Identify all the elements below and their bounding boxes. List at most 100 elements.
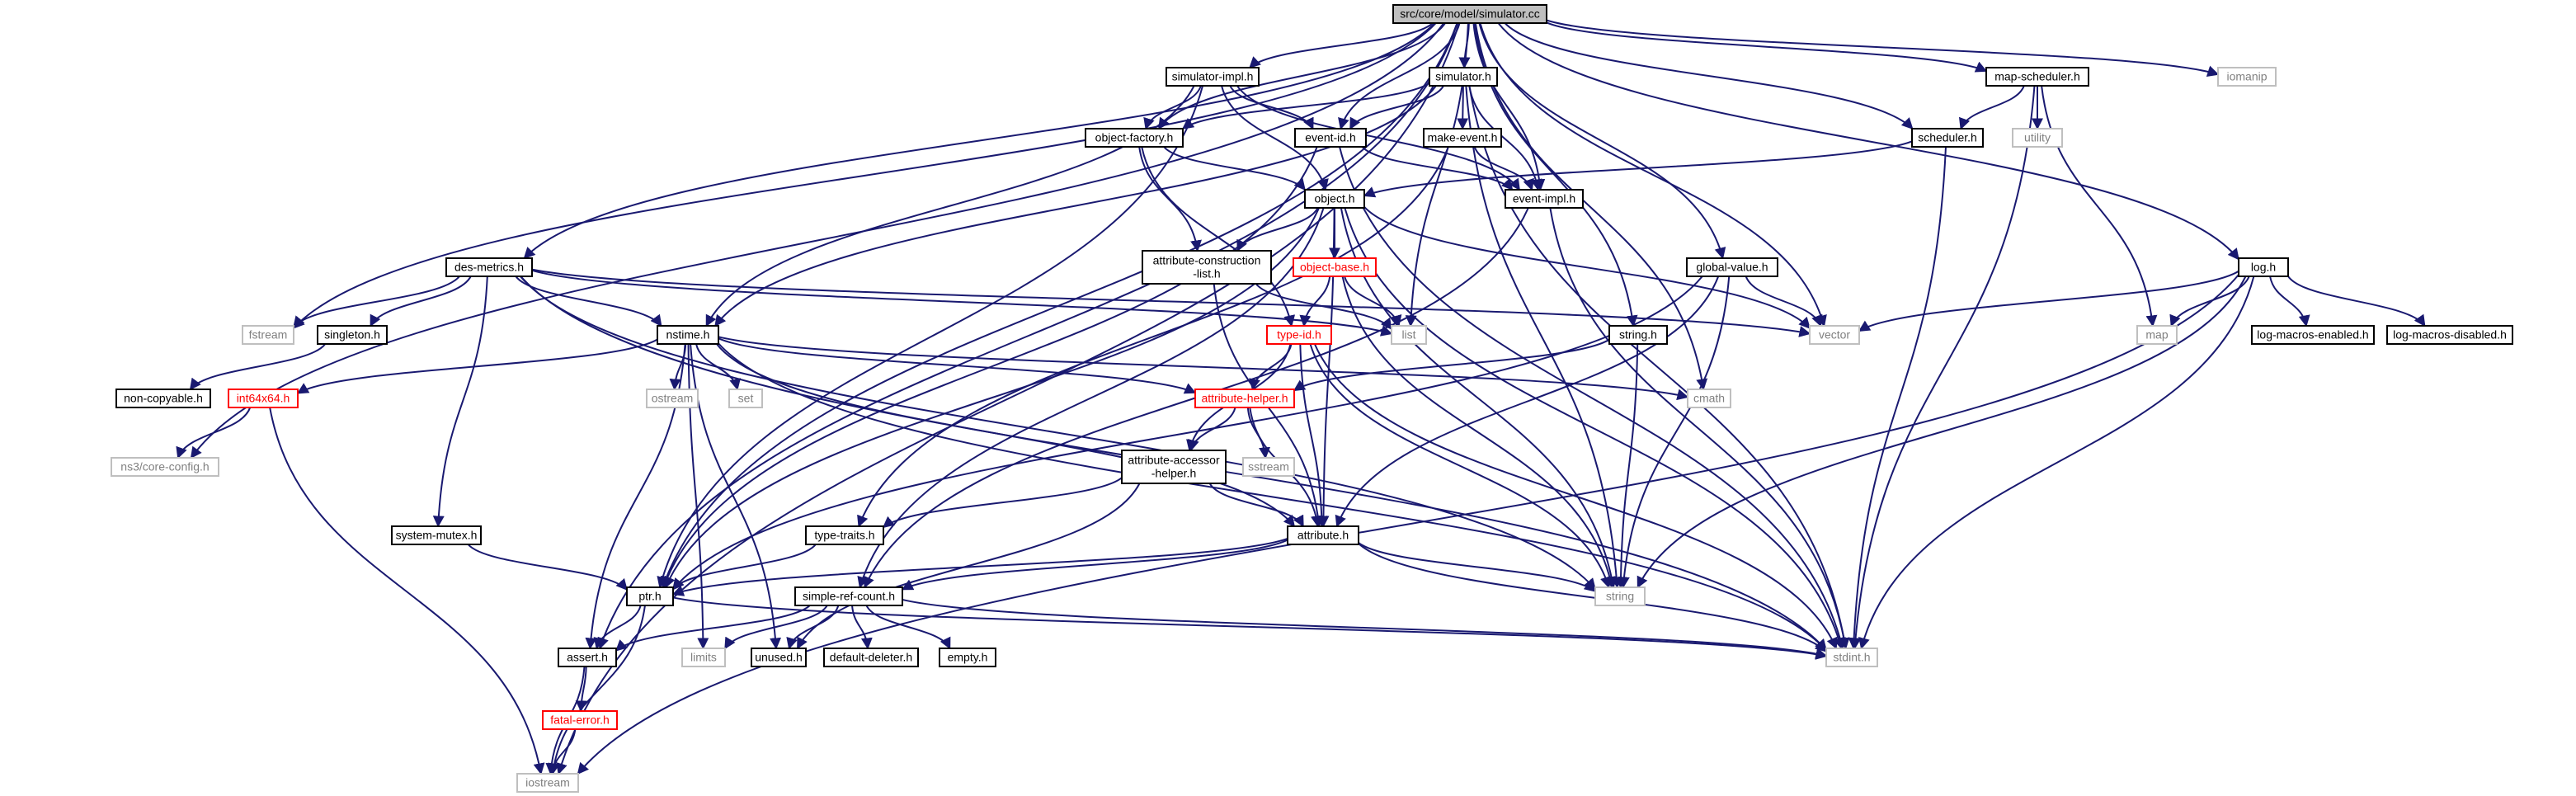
node-iomanip: iomanip xyxy=(2217,67,2277,87)
edge-simulator_h-to-object_factory_h xyxy=(1181,82,1430,130)
node-unused-h[interactable]: unused.h xyxy=(751,648,807,667)
node-singleton-h[interactable]: singleton.h xyxy=(317,325,388,345)
node-object-h[interactable]: object.h xyxy=(1304,189,1365,209)
edge-des_metrics_h-to-nstime_h xyxy=(515,276,662,327)
edge-type_id_h-to-string xyxy=(1309,343,1612,589)
node-non-copyable-h[interactable]: non-copyable.h xyxy=(115,389,211,408)
node-simulator-cc[interactable]: src/core/model/simulator.cc xyxy=(1392,4,1547,24)
node-ptr-h[interactable]: ptr.h xyxy=(626,586,674,606)
node-cmath: cmath xyxy=(1687,389,1731,408)
node-box xyxy=(1294,128,1367,148)
node-box xyxy=(1686,257,1778,277)
node-attribute-helper-h[interactable]: attribute-helper.h xyxy=(1194,389,1295,408)
node-set: set xyxy=(728,389,763,408)
edge-string_h-to-string xyxy=(1614,343,1639,589)
node-label: singleton.h xyxy=(324,328,380,341)
node-label: default-deleter.h xyxy=(830,651,912,664)
edge-simulator_impl_h-to-event_impl_h xyxy=(1236,85,1520,191)
node-empty-h[interactable]: empty.h xyxy=(939,648,996,667)
node-label: map xyxy=(2145,328,2168,341)
node-box xyxy=(1242,457,1295,477)
edge-nstime_h-to-attribute_h xyxy=(716,343,1296,528)
node-nstime-h[interactable]: nstime.h xyxy=(657,325,719,345)
edge-global_value_h-to-string xyxy=(1618,276,1731,589)
edge-simulator_h-to-nstime_h xyxy=(714,85,1437,327)
node-global-value-h[interactable]: global-value.h xyxy=(1686,257,1778,277)
node-des-metrics-h[interactable]: des-metrics.h xyxy=(445,257,533,277)
edge-log_h-to-string xyxy=(1636,276,2247,589)
edge-simulator_cc-to-scheduler_h xyxy=(1504,22,1914,130)
node-label: fatal-error.h xyxy=(550,714,610,727)
edge-event_impl_h-to-stdint_h xyxy=(1549,207,1850,650)
node-label: global-value.h xyxy=(1696,261,1768,274)
node-box xyxy=(939,648,996,667)
node-system-mutex-h[interactable]: system-mutex.h xyxy=(391,525,482,545)
edge-assert_h-to-fatal_error_h xyxy=(575,666,587,713)
node-simple-ref-count-h[interactable]: simple-ref-count.h xyxy=(794,586,903,606)
node-fstream: fstream xyxy=(242,325,294,345)
node-string-h[interactable]: string.h xyxy=(1608,325,1668,345)
node-box xyxy=(751,648,807,667)
node-box xyxy=(646,389,699,408)
edge-simple_ref_count_h-to-empty_h xyxy=(865,605,951,650)
node-type-id-h[interactable]: type-id.h xyxy=(1266,325,1332,345)
edge-attribute_h-to-simple_ref_count_h xyxy=(901,539,1288,591)
node-attr-constr-list-h[interactable]: attribute-construction-list.h xyxy=(1142,250,1272,285)
node-label: attribute-construction xyxy=(1153,254,1261,267)
node-assert-h[interactable]: assert.h xyxy=(558,648,617,667)
node-object-factory-h[interactable]: object-factory.h xyxy=(1085,128,1184,148)
node-box xyxy=(1392,4,1547,24)
node-object-base-h[interactable]: object-base.h xyxy=(1293,257,1377,277)
node-map-scheduler-h[interactable]: map-scheduler.h xyxy=(1985,67,2089,87)
node-attribute-h[interactable]: attribute.h xyxy=(1287,525,1359,545)
node-default-deleter-h[interactable]: default-deleter.h xyxy=(823,648,919,667)
node-type-traits-h[interactable]: type-traits.h xyxy=(805,525,884,545)
edge-int64x64_h-to-ns3_core_config_h xyxy=(176,407,252,459)
edge-map_scheduler_h-to-scheduler_h xyxy=(1959,85,2025,130)
node-box xyxy=(681,648,726,667)
node-fatal-error-h[interactable]: fatal-error.h xyxy=(542,710,618,730)
edge-object_h-to-string xyxy=(1340,207,1618,589)
node-log-macros-disabled-h[interactable]: log-macros-disabled.h xyxy=(2386,325,2513,345)
edge-simulator_h-to-stdint_h xyxy=(1468,85,1850,650)
node-event-impl-h[interactable]: event-impl.h xyxy=(1505,189,1584,209)
node-simulator-h[interactable]: simulator.h xyxy=(1429,67,1498,87)
node-box xyxy=(1608,325,1668,345)
node-make-event-h[interactable]: make-event.h xyxy=(1423,128,1502,148)
node-box xyxy=(2217,67,2277,87)
node-box xyxy=(1825,648,1878,667)
node-event-id-h[interactable]: event-id.h xyxy=(1294,128,1367,148)
node-box xyxy=(1266,325,1332,345)
node-simulator-impl-h[interactable]: simulator-impl.h xyxy=(1166,67,1260,87)
node-label: simulator.h xyxy=(1435,70,1491,83)
edge-simple_ref_count_h-to-default_deleter_h xyxy=(851,605,873,650)
edge-map_scheduler_h-to-stdint_h xyxy=(1849,85,2036,650)
node-box xyxy=(1809,325,1860,345)
node-log-h[interactable]: log.h xyxy=(2238,257,2289,277)
edge-log_h-to-log_macros_enabled_h xyxy=(2269,276,2310,327)
edge-simulator_impl_h-to-object_h xyxy=(1221,85,1329,191)
node-label: ns3/core-config.h xyxy=(120,460,209,473)
node-box xyxy=(1121,450,1227,484)
node-attr-accessor-helper-h[interactable]: attribute-accessor-helper.h xyxy=(1121,450,1227,484)
node-label: vector xyxy=(1819,328,1850,341)
node-label: limits xyxy=(690,651,717,664)
edge-simulator_cc-to-simulator_impl_h xyxy=(1249,22,1434,68)
edge-ptr_h-to-stdint_h xyxy=(672,596,1828,660)
node-log-macros-enabled-h[interactable]: log-macros-enabled.h xyxy=(2251,325,2375,345)
edge-des_metrics_h-to-fstream xyxy=(293,276,460,328)
node-int64x64-h[interactable]: int64x64.h xyxy=(228,389,299,408)
edge-des_metrics_h-to-list xyxy=(531,269,1393,337)
node-scheduler-h[interactable]: scheduler.h xyxy=(1911,128,1984,148)
edge-attr_accessor_helper_h-to-type_traits_h xyxy=(882,477,1123,529)
node-label: object-base.h xyxy=(1300,261,1369,274)
node-vector: vector xyxy=(1809,325,1860,345)
edge-simulator_cc-to-iostream xyxy=(556,22,1460,775)
edge-simulator_cc-to-event_impl_h xyxy=(1472,22,1546,191)
edge-simulator_cc-to-ns3_core_config_h xyxy=(190,22,1445,459)
node-box xyxy=(1505,189,1584,209)
edge-object_base_h-to-type_id_h xyxy=(1299,276,1331,327)
edge-log_h-to-map xyxy=(2169,276,2250,327)
node-box xyxy=(242,325,294,345)
